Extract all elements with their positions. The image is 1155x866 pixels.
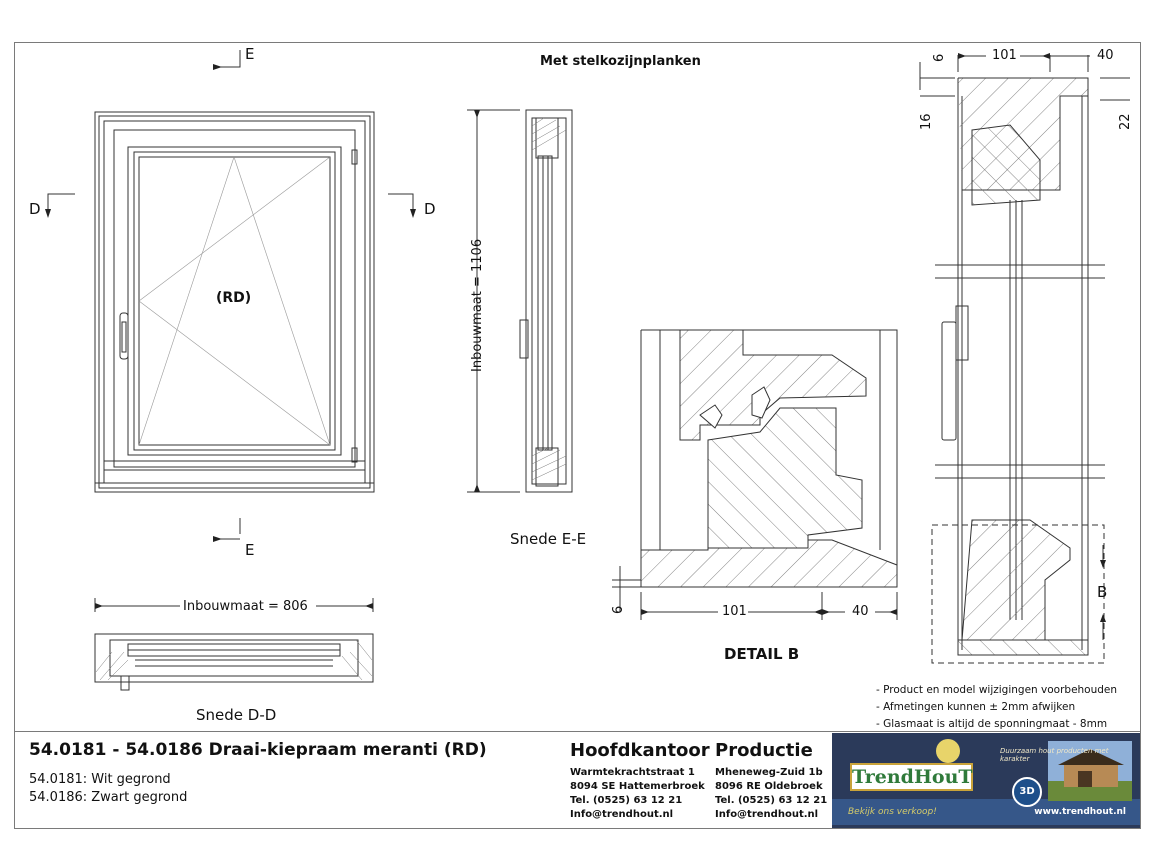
right-dim-6: 6 xyxy=(932,53,947,62)
window-type-label: (RD) xyxy=(216,290,252,306)
office-line-3: Tel. (0525) 63 12 21 xyxy=(570,795,683,806)
caption-section-dd: Snede D-D xyxy=(196,706,277,724)
section-mark-d-right: D xyxy=(424,200,436,218)
office-line-1: Warmtekrachtstraat 1 xyxy=(570,767,695,778)
note-1: - Product en model wijzigingen voorbehou… xyxy=(876,684,1118,696)
production-line-3: Tel. (0525) 63 12 21 xyxy=(715,795,828,806)
production-line-4: Info@trendhout.nl xyxy=(715,809,819,820)
note-3: - Glasmaat is altijd de sponningmaat - 8… xyxy=(876,718,1108,730)
section-mark-d-left: D xyxy=(29,200,41,218)
production-heading: Productie xyxy=(715,740,813,761)
note-2: - Afmetingen kunnen ± 2mm afwijken xyxy=(876,701,1076,713)
right-dim-22: 22 xyxy=(1118,113,1133,130)
office-line-4: Info@trendhout.nl xyxy=(570,809,674,820)
product-variant-1: 54.0181: Wit gegrond xyxy=(29,772,171,787)
detail-dim-101: 101 xyxy=(722,604,747,619)
logo-tagline: Bekijk ons verkoop! xyxy=(848,807,937,817)
product-variant-2: 54.0186: Zwart gegrond xyxy=(29,790,188,805)
logo-banner-bar xyxy=(832,799,1140,825)
office-line-2: 8094 SE Hattemerbroek xyxy=(570,781,705,792)
right-dim-40: 40 xyxy=(1097,48,1114,63)
section-mark-e-bottom: E xyxy=(245,541,255,559)
section-mark-b: B xyxy=(1097,583,1108,601)
product-title: 54.0181 - 54.0186 Draai-kiepraam meranti… xyxy=(29,740,487,760)
office-heading: Hoofdkantoor xyxy=(570,740,710,761)
logo-url[interactable]: www.trendhout.nl xyxy=(1034,807,1126,817)
production-line-1: Mheneweg-Zuid 1b xyxy=(715,767,823,778)
badge-3d-icon: 3D xyxy=(1012,777,1042,807)
cabin-photo xyxy=(1048,741,1132,801)
caption-detail-b: DETAIL B xyxy=(724,645,800,663)
width-dimension: Inbouwmaat = 806 xyxy=(183,599,308,614)
detail-dim-40: 40 xyxy=(852,604,869,619)
production-line-2: 8096 RE Oldebroek xyxy=(715,781,823,792)
caption-section-ee: Snede E-E xyxy=(510,530,587,548)
trendhout-logo-banner: TrendHouT Duurzaam hout producten met ka… xyxy=(832,733,1140,828)
right-dim-16: 16 xyxy=(919,113,934,130)
footer-divider xyxy=(14,731,1141,732)
drawing-header-title: Met stelkozijnplanken xyxy=(540,54,701,69)
tree-icon xyxy=(936,739,960,763)
drawing-sheet xyxy=(14,42,1141,829)
logo-slogan: Duurzaam hout producten met karakter xyxy=(1000,747,1109,763)
section-mark-e-top: E xyxy=(245,45,255,63)
brand-wordmark: TrendHouT xyxy=(850,763,973,791)
right-dim-101: 101 xyxy=(992,48,1017,63)
